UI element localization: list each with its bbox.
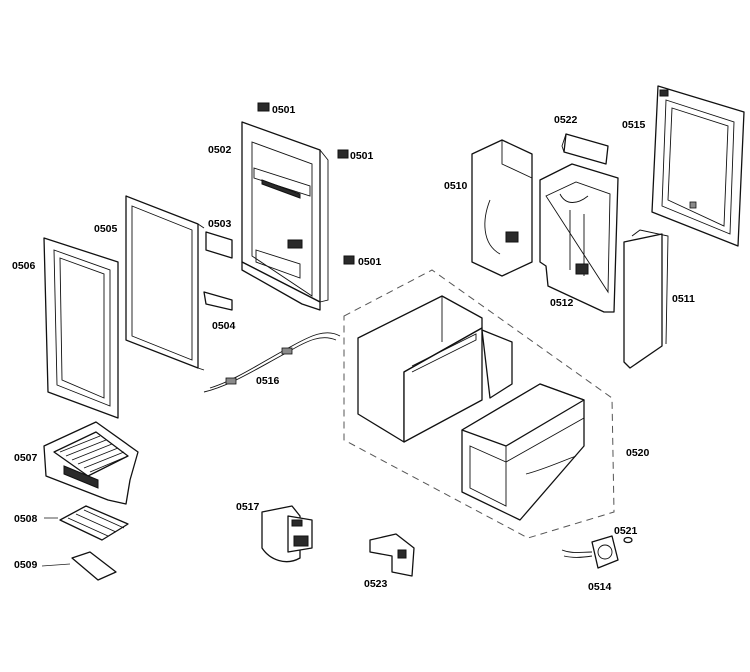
label-0510: 0510 xyxy=(444,180,468,192)
label-0501-b: 0501 xyxy=(350,150,374,162)
part-0520-bin-frame xyxy=(357,295,513,443)
label-0517: 0517 xyxy=(236,501,260,513)
label-0507: 0507 xyxy=(14,452,38,464)
label-0508: 0508 xyxy=(14,513,38,525)
part-0514-fan xyxy=(561,535,619,569)
part-0520-ice-bucket xyxy=(461,383,585,521)
part-0510-liner xyxy=(471,139,533,277)
part-0504-plate xyxy=(203,291,233,311)
label-0501-c: 0501 xyxy=(358,256,382,268)
part-0515-door xyxy=(651,85,745,247)
label-0502: 0502 xyxy=(208,144,232,156)
label-0514: 0514 xyxy=(588,581,612,593)
part-0506-door-frame xyxy=(43,237,119,419)
label-0509: 0509 xyxy=(14,559,38,571)
part-0522-cover xyxy=(561,133,609,165)
label-0503: 0503 xyxy=(208,218,232,230)
label-0516: 0516 xyxy=(256,375,280,387)
label-0504: 0504 xyxy=(212,320,236,332)
part-0523-bracket xyxy=(369,533,415,577)
label-0512: 0512 xyxy=(550,297,574,309)
label-0511: 0511 xyxy=(672,293,695,305)
part-0503-plate xyxy=(205,231,233,259)
part-0507-tray-assembly xyxy=(43,421,139,505)
label-0520: 0520 xyxy=(626,447,650,459)
label-0506: 0506 xyxy=(12,260,36,272)
label-0523: 0523 xyxy=(364,578,388,590)
label-0522: 0522 xyxy=(554,114,578,126)
label-0501-a: 0501 xyxy=(272,104,296,116)
part-0521-screw xyxy=(623,536,633,544)
part-0511-panel xyxy=(623,229,669,369)
part-0502-dispenser-housing xyxy=(241,121,329,311)
label-0505: 0505 xyxy=(94,223,118,235)
part-0508-grate xyxy=(44,505,129,541)
part-0517-motor xyxy=(261,505,313,563)
label-0521: 0521 xyxy=(614,525,638,537)
part-0512-ice-maker xyxy=(539,163,619,313)
part-0501-clip xyxy=(257,102,355,265)
part-0509-insert xyxy=(41,551,117,581)
assembly-0520-boundary xyxy=(343,269,615,539)
label-0515: 0515 xyxy=(622,119,646,131)
part-0516-wire xyxy=(203,332,341,393)
part-0505-door-panel xyxy=(125,195,205,371)
